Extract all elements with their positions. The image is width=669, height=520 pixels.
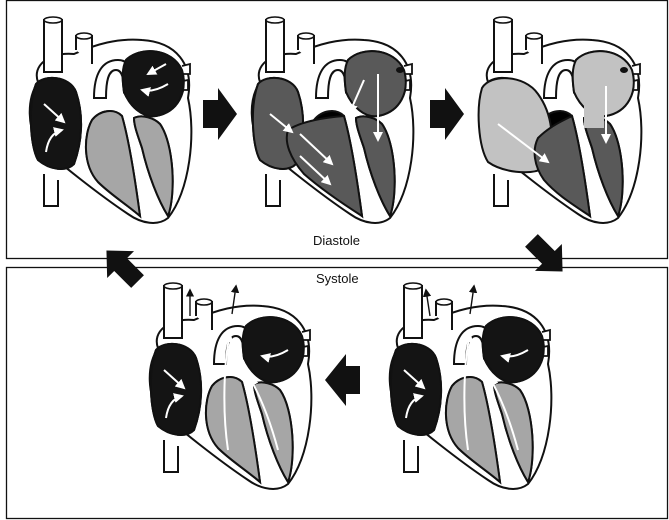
heart-diastole-2: [252, 17, 414, 223]
heart-systole-2: [390, 283, 552, 489]
transition-arrow-1: [203, 88, 237, 140]
systole-label: Systole: [316, 271, 359, 286]
heart-diastole-1: [30, 17, 192, 223]
cycle-arrow-to-systole: [518, 227, 576, 285]
heart-systole-1: [150, 283, 312, 489]
transition-arrow-2: [430, 88, 464, 140]
cycle-arrow-to-diastole: [93, 237, 151, 295]
ejection-arrow: [426, 290, 430, 316]
transition-arrow-3: [325, 354, 360, 406]
heart-diastole-3: [479, 17, 642, 223]
diastole-label: Diastole: [313, 233, 360, 248]
